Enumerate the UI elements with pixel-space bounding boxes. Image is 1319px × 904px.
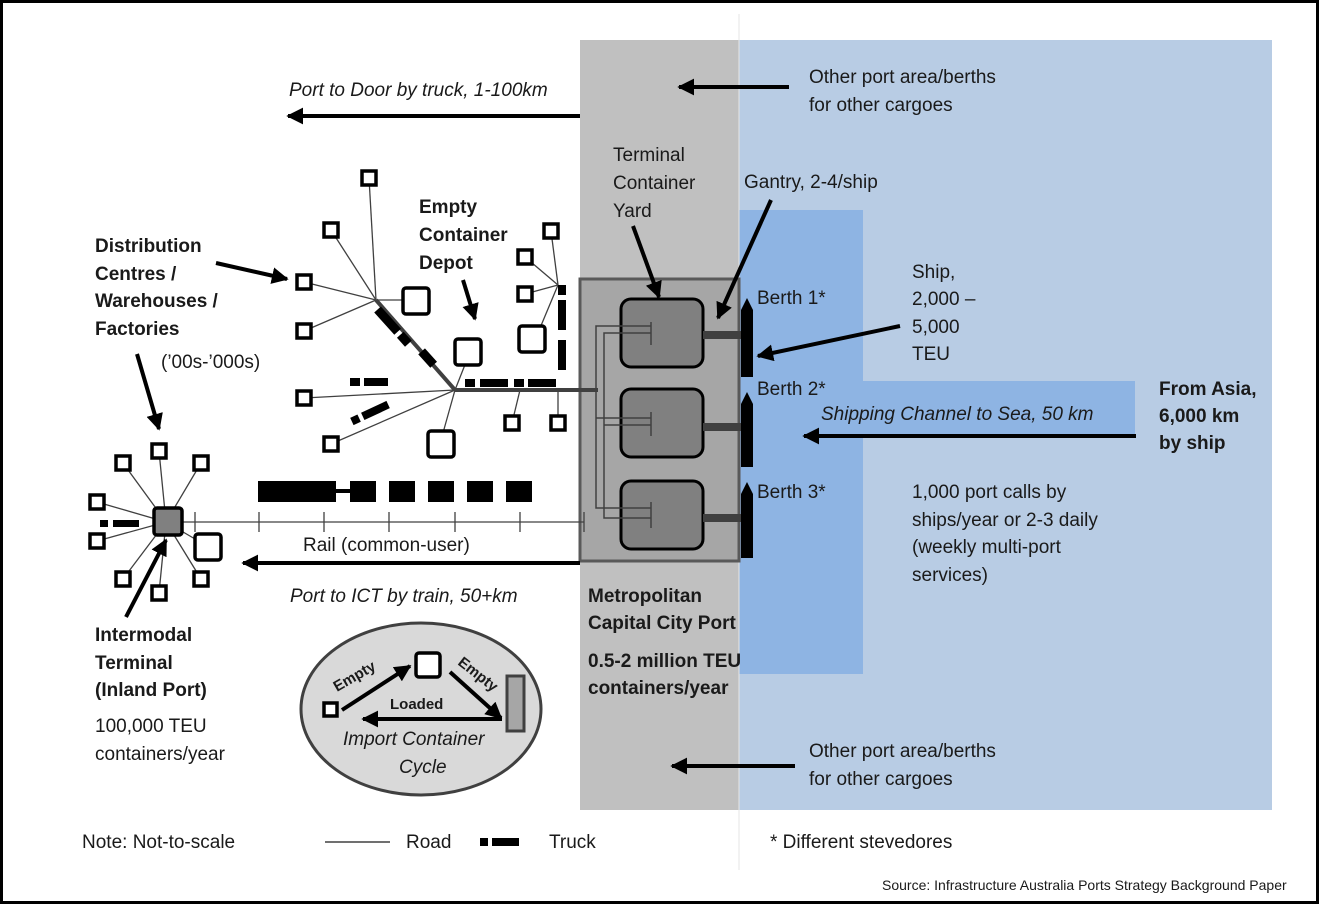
port-calls-2: ships/year or 2-3 daily bbox=[912, 510, 1098, 531]
empty-depot-2: Container bbox=[419, 225, 508, 246]
intermodal-2: Terminal bbox=[95, 653, 173, 674]
intermodal-1: Intermodal bbox=[95, 625, 192, 646]
port-to-door-label: Port to Door by truck, 1-100km bbox=[289, 80, 548, 101]
from-asia-1: From Asia, bbox=[1159, 379, 1257, 400]
legend-truck-trailer bbox=[492, 838, 519, 846]
from-asia-2: 6,000 km bbox=[1159, 406, 1239, 427]
port-calls-1: 1,000 port calls by bbox=[912, 482, 1067, 503]
gantry-3 bbox=[703, 514, 741, 522]
main-road bbox=[374, 298, 598, 392]
channel-label: Shipping Channel to Sea, 50 km bbox=[821, 404, 1094, 425]
legend-stevedores: * Different stevedores bbox=[770, 832, 952, 853]
terminal-internal-roads bbox=[595, 322, 652, 528]
cycle-loaded: Loaded bbox=[390, 696, 443, 713]
legend-note: Note: Not-to-scale bbox=[82, 832, 235, 853]
from-asia-3: by ship bbox=[1159, 433, 1226, 454]
berth-2-label: Berth 2* bbox=[757, 379, 826, 400]
distribution-3: Warehouses / bbox=[95, 291, 219, 312]
train bbox=[258, 481, 532, 502]
metro-teu-1: 0.5-2 million TEU bbox=[588, 651, 741, 672]
cycle-title-line2: Cycle bbox=[399, 757, 447, 778]
inland-port-hub bbox=[152, 506, 184, 537]
source-label: Source: Infrastructure Australia Ports S… bbox=[882, 877, 1287, 893]
berth-water bbox=[739, 210, 863, 674]
metro-port-1: Metropolitan bbox=[588, 586, 702, 607]
other-port-top-2: for other cargoes bbox=[809, 95, 953, 116]
yard-block-2 bbox=[619, 387, 705, 459]
empty-depot-1: Empty bbox=[419, 197, 478, 218]
other-port-bottom-2: for other cargoes bbox=[809, 769, 953, 790]
terminal-yard-1: Terminal bbox=[613, 145, 685, 166]
ship-1 bbox=[741, 298, 753, 377]
cycle-title-line1: Import Container bbox=[343, 729, 485, 750]
legend-road: Road bbox=[406, 832, 451, 853]
arrow-distribution bbox=[215, 261, 289, 284]
ship-3 bbox=[741, 482, 753, 558]
legend: Note: Not-to-scale Road Truck * Differen… bbox=[82, 832, 952, 853]
arrow-ship bbox=[756, 324, 901, 362]
port-calls-3: (weekly multi-port bbox=[912, 537, 1062, 558]
arrow-intermodal bbox=[124, 538, 168, 618]
intermodal-3: (Inland Port) bbox=[95, 680, 207, 701]
ship-3-label: 5,000 bbox=[912, 317, 960, 338]
distribution-1: Distribution bbox=[95, 236, 202, 257]
intermodal-teu-2: containers/year bbox=[95, 744, 226, 765]
empty-depots bbox=[193, 286, 547, 562]
warehouses bbox=[88, 169, 567, 602]
import-container-cycle: Empty Empty Loaded Import Container Cycl… bbox=[299, 621, 543, 797]
other-port-bottom-1: Other port area/berths bbox=[809, 741, 996, 762]
other-port-top-1: Other port area/berths bbox=[809, 67, 996, 88]
ship-4-label: TEU bbox=[912, 344, 950, 365]
ship-2 bbox=[741, 392, 753, 467]
berth-1-label: Berth 1* bbox=[757, 288, 826, 309]
gantry-2 bbox=[703, 423, 741, 431]
arrow-gantry bbox=[716, 199, 773, 320]
gantry-1 bbox=[703, 331, 741, 339]
legend-truck: Truck bbox=[549, 832, 596, 853]
berth-3-label: Berth 3* bbox=[757, 482, 826, 503]
legend-truck-cab bbox=[480, 838, 488, 846]
arrow-empty-depot bbox=[461, 279, 479, 321]
arrow-terminal-yard bbox=[631, 225, 662, 299]
gantry-label: Gantry, 2-4/ship bbox=[744, 172, 878, 193]
arrows bbox=[124, 78, 1136, 775]
port-to-ict-label: Port to ICT by train, 50+km bbox=[290, 586, 518, 607]
metro-port-2: Capital City Port bbox=[588, 613, 736, 634]
rail-label: Rail (common-user) bbox=[303, 535, 470, 556]
ship-1-label: Ship, bbox=[912, 262, 955, 283]
ship-2-label: 2,000 – bbox=[912, 289, 976, 310]
empty-depot-3: Depot bbox=[419, 253, 474, 274]
intermodal-teu-1: 100,000 TEU bbox=[95, 716, 207, 737]
distribution-2: Centres / bbox=[95, 264, 177, 285]
distribution-count: (’00s-’000s) bbox=[161, 352, 260, 373]
arrow-warehouse-count bbox=[135, 353, 163, 431]
port-calls-4: services) bbox=[912, 565, 988, 586]
metro-teu-2: containers/year bbox=[588, 678, 729, 699]
terminal-yard-3: Yard bbox=[613, 201, 652, 222]
terminal-yard-2: Container bbox=[613, 173, 696, 194]
yard-block-3 bbox=[619, 479, 705, 551]
rail-ticks bbox=[194, 512, 585, 532]
distribution-4: Factories bbox=[95, 319, 179, 340]
trucks bbox=[100, 285, 566, 527]
